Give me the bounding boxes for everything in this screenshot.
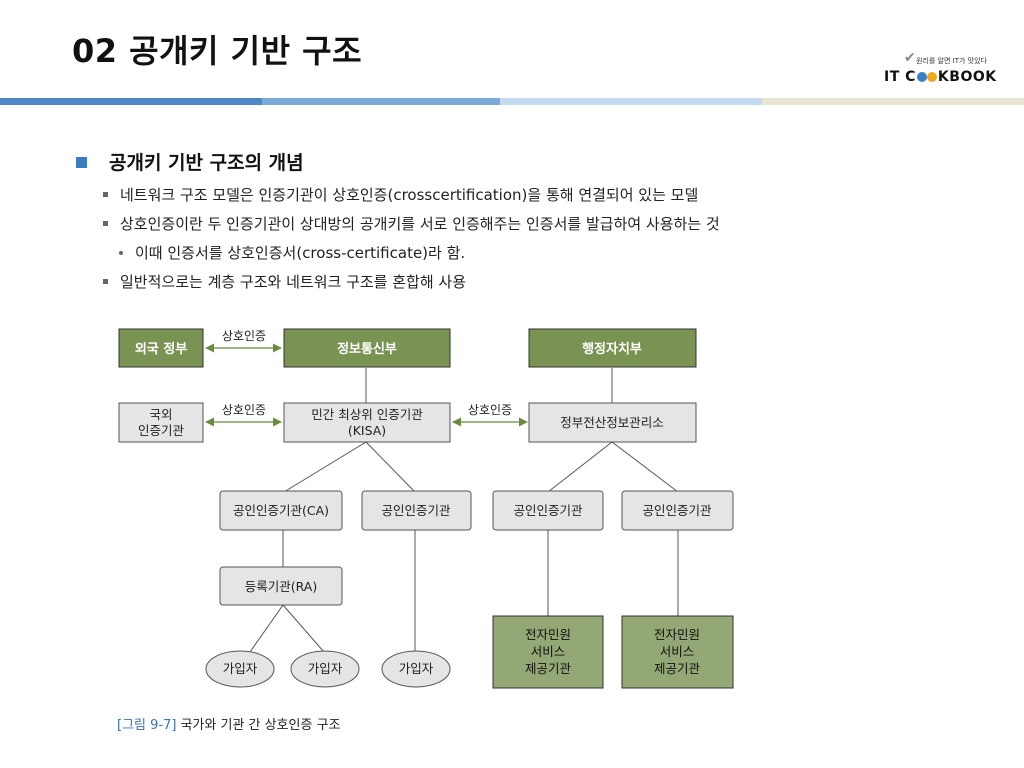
node-ca2-label: 공인인증기관: [381, 503, 451, 518]
square-bullet-icon: [76, 157, 87, 168]
node-ca4: [621, 490, 734, 531]
bullet-item: 일반적으로는 계층 구조와 네트워크 구조를 혼합해 사용: [103, 271, 466, 292]
bullet-item: 상호인증이란 두 인증기관이 상대방의 공개키를 서로 인증해주는 인증서를 발…: [103, 213, 720, 234]
cross-cert-label: 상호인증: [468, 403, 512, 417]
node-subscriber-1-label: 가입자: [223, 661, 258, 676]
node-eservice-2-line2: 서비스: [660, 644, 695, 659]
connector-lines: [249, 368, 679, 653]
bullet-icon: [103, 192, 108, 197]
logo-dot-orange-icon: [926, 72, 937, 82]
logo-tagline: 원리를 알면 IT가 맛있다: [916, 57, 987, 65]
node-ca3: [492, 490, 604, 531]
node-foreign-gov: [118, 328, 204, 368]
cross-cert-label: 상호인증: [222, 329, 266, 343]
node-foreign-ca-line2: 인증기관: [138, 423, 185, 438]
node-mic-label: 정보통신부: [337, 341, 397, 357]
header-bar-segment-2: [262, 98, 500, 105]
node-eservice-1-line1: 전자민원: [525, 627, 571, 642]
sub-bullet-item: 이때 인증서를 상호인증서(cross-certificate)라 함.: [119, 242, 465, 263]
cross-cert-label: 상호인증: [222, 403, 266, 417]
node-foreign-gov-label: 외국 정부: [135, 341, 187, 357]
section-heading: 공개키 기반 구조의 개념: [76, 148, 304, 175]
dot-bullet-icon: [119, 251, 123, 255]
node-ra-label: 등록기관(RA): [245, 579, 317, 594]
figure-caption-text: 국가와 기관 간 상호인증 구조: [180, 718, 341, 733]
node-kisa-line1: 민간 최상위 인증기관: [311, 407, 423, 422]
node-mogaha-label: 행정자치부: [582, 341, 642, 357]
node-eservice-1-line3: 제공기관: [525, 661, 572, 676]
header-bar-segment-1: [0, 98, 262, 105]
node-mic: [283, 328, 451, 368]
node-kisa: [283, 402, 451, 443]
bullet-icon: [103, 279, 108, 284]
node-subscriber-2: [290, 650, 360, 688]
figure-ref: [그림 9-7]: [117, 718, 177, 733]
node-ca4-label: 공인인증기관: [642, 503, 712, 518]
node-ca1: [219, 490, 343, 531]
header-bar-segment-3: [500, 98, 762, 105]
node-subscriber-2-label: 가입자: [308, 661, 343, 676]
node-ca2: [361, 490, 472, 531]
header-bar-segment-4: [762, 98, 1024, 105]
bullet-item: 네트워크 구조 모델은 인증기관이 상호인증(crosscertificatio…: [103, 184, 698, 205]
slide-title: 02 공개키 기반 구조: [72, 32, 363, 70]
node-kisa-line2: (KISA): [348, 423, 386, 438]
figure-caption: [그림 9-7]국가와 기관 간 상호인증 구조: [117, 714, 341, 733]
node-gov-center: [528, 402, 697, 443]
node-gov-center-label: 정부전산정보관리소: [560, 415, 664, 430]
node-ca3-label: 공인인증기관: [513, 503, 583, 518]
node-eservice-1-line2: 서비스: [531, 644, 566, 659]
node-foreign-ca: [118, 402, 204, 443]
node-eservice-2-line1: 전자민원: [654, 627, 700, 642]
node-subscriber-3-label: 가입자: [399, 661, 434, 676]
node-eservice-1: [492, 615, 604, 689]
node-eservice-2: [621, 615, 734, 689]
checkmark-icon: ✔: [904, 50, 916, 66]
node-ca1-label: 공인인증기관(CA): [233, 503, 329, 518]
node-subscriber-3: [381, 650, 451, 688]
logo-dot-blue-icon: [916, 72, 927, 82]
node-subscriber-1: [205, 650, 275, 688]
node-mogaha: [528, 328, 697, 368]
node-foreign-ca-line1: 국외: [149, 407, 172, 422]
node-eservice-2-line3: 제공기관: [654, 661, 701, 676]
node-ra: [219, 566, 343, 606]
bullet-icon: [103, 221, 108, 226]
